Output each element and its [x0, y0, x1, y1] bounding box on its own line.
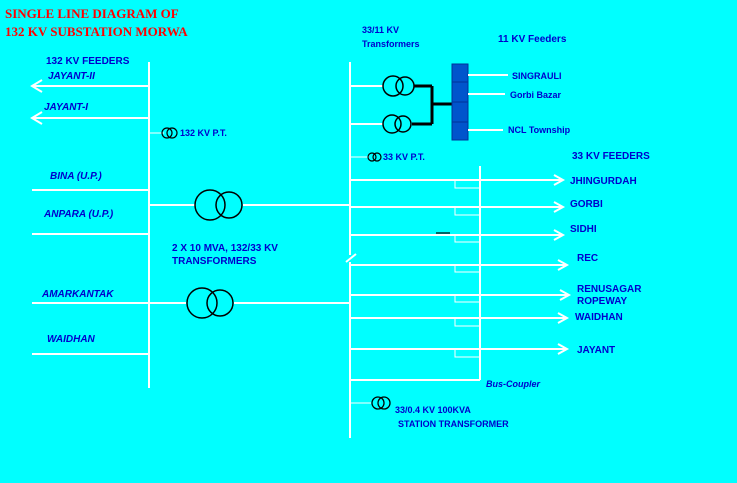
feeder-33-label: RENUSAGAR — [577, 284, 642, 295]
title-line-1: SINGLE LINE DIAGRAM OF — [5, 6, 179, 21]
label-33-11-tr-1: 33/11 KV — [362, 25, 399, 35]
label-main-tr-1: 2 X 10 MVA, 132/33 KV — [172, 243, 278, 254]
feeder-33-label: REC — [577, 253, 598, 264]
label-pt-33: 33 KV P.T. — [383, 152, 425, 162]
label-33-11-tr-2: Transformers — [362, 39, 420, 49]
arrow-icon — [553, 174, 566, 186]
switchgear-panel — [451, 81, 469, 103]
feeder-33-label: ROPEWAY — [577, 296, 628, 307]
label-main-tr-2: TRANSFORMERS — [172, 256, 257, 267]
arrow-icon — [553, 229, 566, 241]
label-11kv-feeders: 11 KV Feeders — [498, 34, 567, 45]
transformer-icon — [186, 287, 218, 319]
feeder-132-label: ANPARA (U.P.) — [43, 209, 114, 220]
transformer-33-11-icon — [382, 75, 404, 97]
arrow-icon — [553, 201, 566, 213]
arrow-icon — [557, 312, 570, 324]
label-33kv-feeders: 33 KV FEEDERS — [572, 151, 650, 162]
arrow-icon — [557, 343, 570, 355]
switchgear-panel — [451, 63, 469, 83]
feeder-33-label: GORBI — [570, 199, 603, 210]
label-bus-coupler: Bus-Coupler — [486, 379, 540, 389]
arrow-icon — [557, 259, 570, 271]
station-transformer-icon — [371, 396, 385, 410]
switchgear-panel — [451, 101, 469, 123]
arrow-icon — [559, 289, 572, 301]
feeder-33-label: JHINGURDAH — [570, 176, 637, 187]
feeder-33-label: JAYANT — [577, 345, 615, 356]
feeder-132-label: BINA (U.P.) — [50, 171, 102, 182]
label-station-tr-2: STATION TRANSFORMER — [398, 419, 509, 429]
feeder-11-label: Gorbi Bazar — [510, 90, 562, 100]
bus-section-break — [345, 253, 357, 263]
title-line-2: 132 KV SUBSTATION MORWA — [5, 24, 188, 39]
feeder-132-label: WAIDHAN — [47, 334, 96, 345]
label-132kv-feeders: 132 KV FEEDERS — [46, 56, 130, 67]
feeder-132-label: JAYANT-II — [48, 71, 95, 82]
arrow-icon — [30, 79, 43, 93]
feeder-33-label: WAIDHAN — [575, 312, 623, 323]
transformer-33-11-icon — [382, 114, 402, 134]
feeder-11-label: NCL Township — [508, 125, 571, 135]
pt-33-icon — [367, 152, 377, 162]
label-pt-132: 132 KV P.T. — [180, 128, 227, 138]
pt-132-icon — [161, 127, 173, 139]
feeder-33-label: SIDHI — [570, 224, 597, 235]
feeder-132-label: JAYANT-I — [44, 102, 88, 113]
transformer-icon — [194, 189, 226, 221]
label-station-tr-1: 33/0.4 KV 100KVA — [395, 405, 471, 415]
feeder-132-label: AMARKANTAK — [41, 289, 114, 300]
switchgear-panel — [451, 121, 469, 141]
arrow-icon — [30, 111, 43, 125]
feeder-11-label: SINGRAULI — [512, 71, 562, 81]
